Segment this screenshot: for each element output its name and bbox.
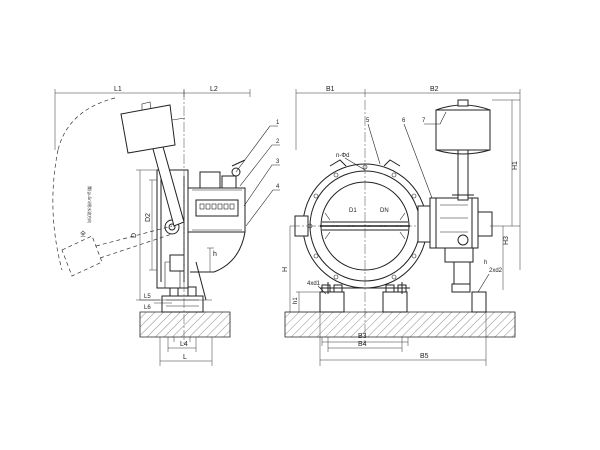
indicator-knobs — [199, 203, 235, 210]
dim-L6: L6 — [144, 305, 151, 311]
label-nd: n-Φd — [336, 153, 349, 159]
callout-7: 7 — [422, 118, 426, 124]
label-DN: DN — [380, 208, 389, 214]
dim-B1: B1 — [326, 86, 335, 93]
dim-L: L — [183, 354, 187, 361]
callout-5: 5 — [366, 118, 370, 124]
right-view: n-Φd D1 DN B1 B2 — [282, 86, 521, 366]
counterweight-drum — [435, 99, 491, 155]
dim-H3: H3 — [503, 236, 510, 245]
dim-H: H — [282, 267, 289, 272]
callout-1: 1 — [276, 120, 280, 126]
valve-front-housing: n-Φd D1 DN — [290, 100, 440, 345]
dim-B3: B3 — [358, 333, 367, 340]
label-D1: D1 — [349, 208, 357, 214]
dim-D2: D2 — [145, 213, 152, 222]
dim-B5: B5 — [420, 353, 429, 360]
dim-L1: L1 — [114, 86, 122, 93]
lever-arm — [120, 101, 186, 227]
label-4xd1: 4xd1 — [307, 281, 321, 287]
dim-h-right: h — [484, 260, 487, 266]
dim-h-left: h — [213, 251, 217, 258]
right-foundation — [284, 284, 516, 338]
left-foundation — [139, 286, 231, 338]
right-callouts: 5 6 7 — [366, 111, 447, 199]
left-valve-body — [156, 159, 246, 301]
counterweight-open-position: 全 — [52, 97, 173, 277]
callout-3: 3 — [276, 159, 280, 165]
side-annotation: 關(guān)閉水流方向 — [87, 186, 93, 223]
right-dimensions: B1 B2 H1 H3 H h1 4xd1 2xd2 h B3 B4 B5 — [282, 86, 521, 366]
callout-2: 2 — [276, 139, 280, 145]
dim-H1: H1 — [512, 161, 519, 170]
callout-4: 4 — [276, 184, 280, 190]
left-dimensions: L1 L2 D D2 h L5 L6 L4 L — [54, 86, 251, 366]
dim-B2: B2 — [430, 86, 439, 93]
left-view: 全 關(guān)閉水流方向 L1 L2 D D2 h L5 L6 L4 L — [52, 86, 280, 366]
dim-L4: L4 — [180, 341, 188, 348]
actuator-column — [417, 147, 493, 293]
callout-6: 6 — [402, 118, 406, 124]
dim-B4: B4 — [358, 341, 367, 348]
left-callouts: 1 2 3 4 — [235, 120, 280, 227]
dim-D: D — [131, 233, 138, 238]
dim-h1: h1 — [293, 297, 299, 304]
dim-L2: L2 — [210, 86, 218, 93]
arc-annotation: 全 — [80, 230, 86, 238]
label-2xd2: 2xd2 — [489, 268, 503, 274]
dim-L5: L5 — [144, 294, 151, 300]
